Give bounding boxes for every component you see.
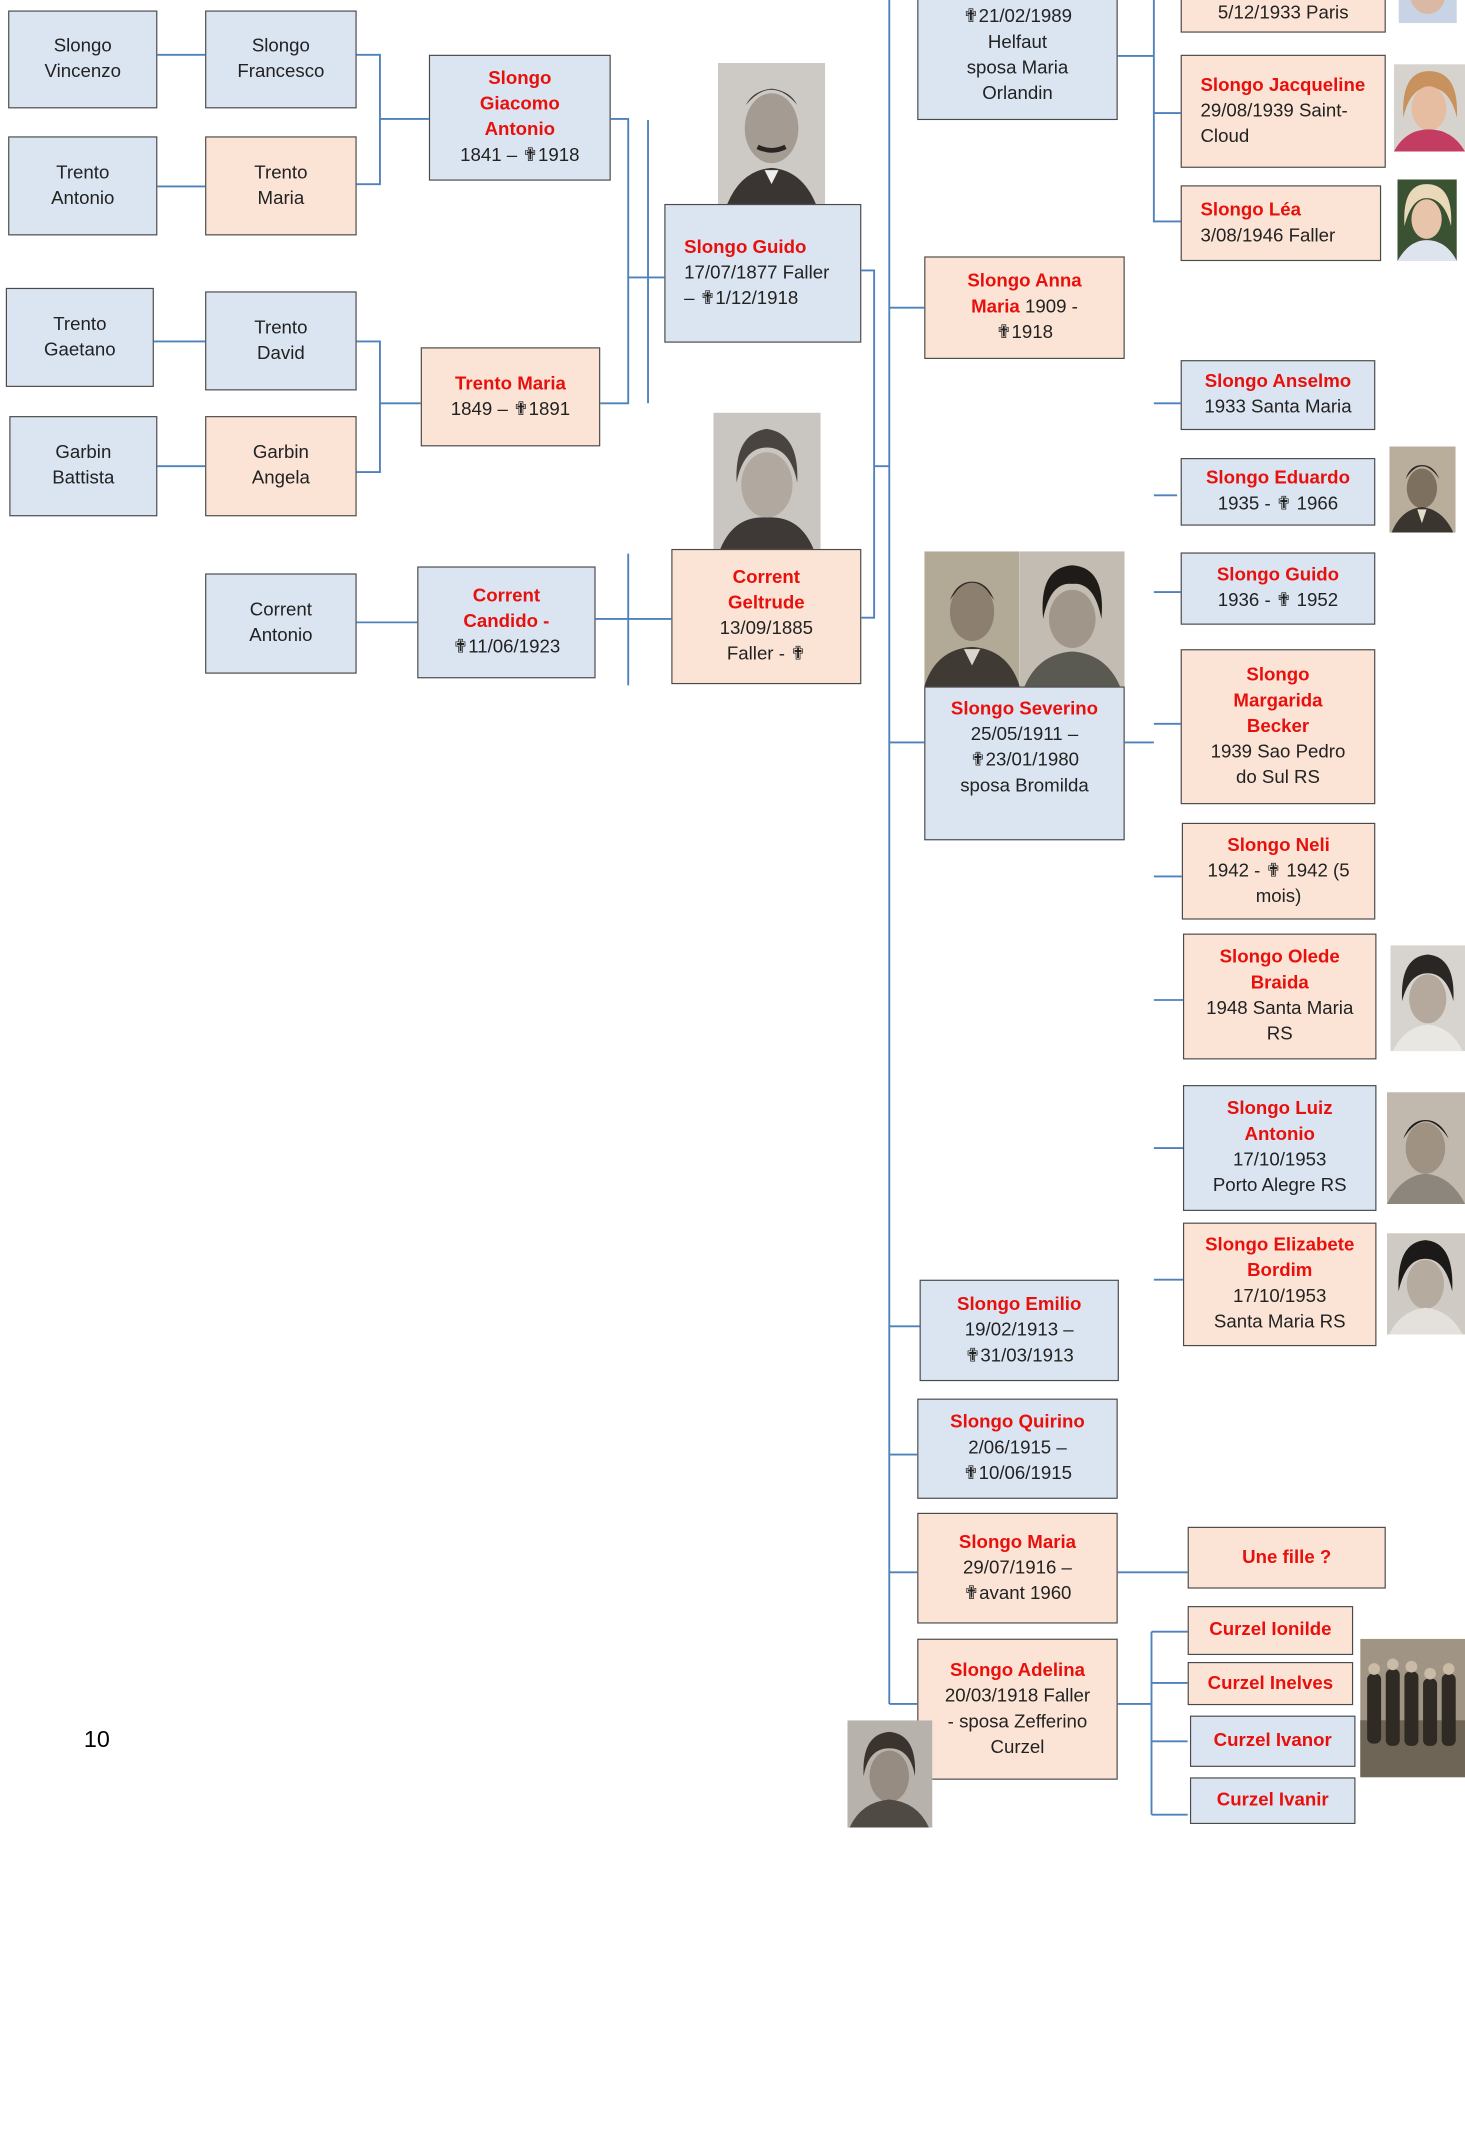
portrait-photo-jacqueline	[1393, 64, 1465, 152]
connector-lines	[153, 0, 1188, 1816]
family-group-photo-curzel	[1360, 1638, 1465, 1778]
portrait-photo-lea	[1397, 179, 1457, 262]
portrait-photo-eduardo	[1389, 446, 1456, 533]
portrait-photo-adelina	[847, 1720, 933, 1828]
portrait-photo-luiz	[1386, 1092, 1465, 1204]
person-une-fille: Une fille ?	[1187, 1526, 1386, 1589]
portrait-photo-elizabete	[1386, 1233, 1465, 1335]
person-curzel-ivanor: Curzel Ivanor	[1189, 1715, 1356, 1767]
page-number: 10	[83, 1727, 110, 1753]
portrait-photo-bromilda	[1019, 551, 1125, 687]
person-curzel-ionilde: Curzel Ionilde	[1187, 1606, 1354, 1656]
portrait-photo-severino	[924, 551, 1020, 687]
portrait-photo-guido	[717, 62, 826, 204]
portrait-photo-top-partial	[1398, 0, 1457, 24]
portrait-photo-geltrude	[713, 412, 821, 549]
person-curzel-ivanir: Curzel Ivanir	[1189, 1777, 1356, 1825]
person-curzel-inelves: Curzel Inelves	[1187, 1662, 1354, 1706]
person-grandchild-top-partial: 5/12/1933 Paris	[1180, 0, 1386, 33]
portrait-photo-olede	[1390, 945, 1465, 1052]
